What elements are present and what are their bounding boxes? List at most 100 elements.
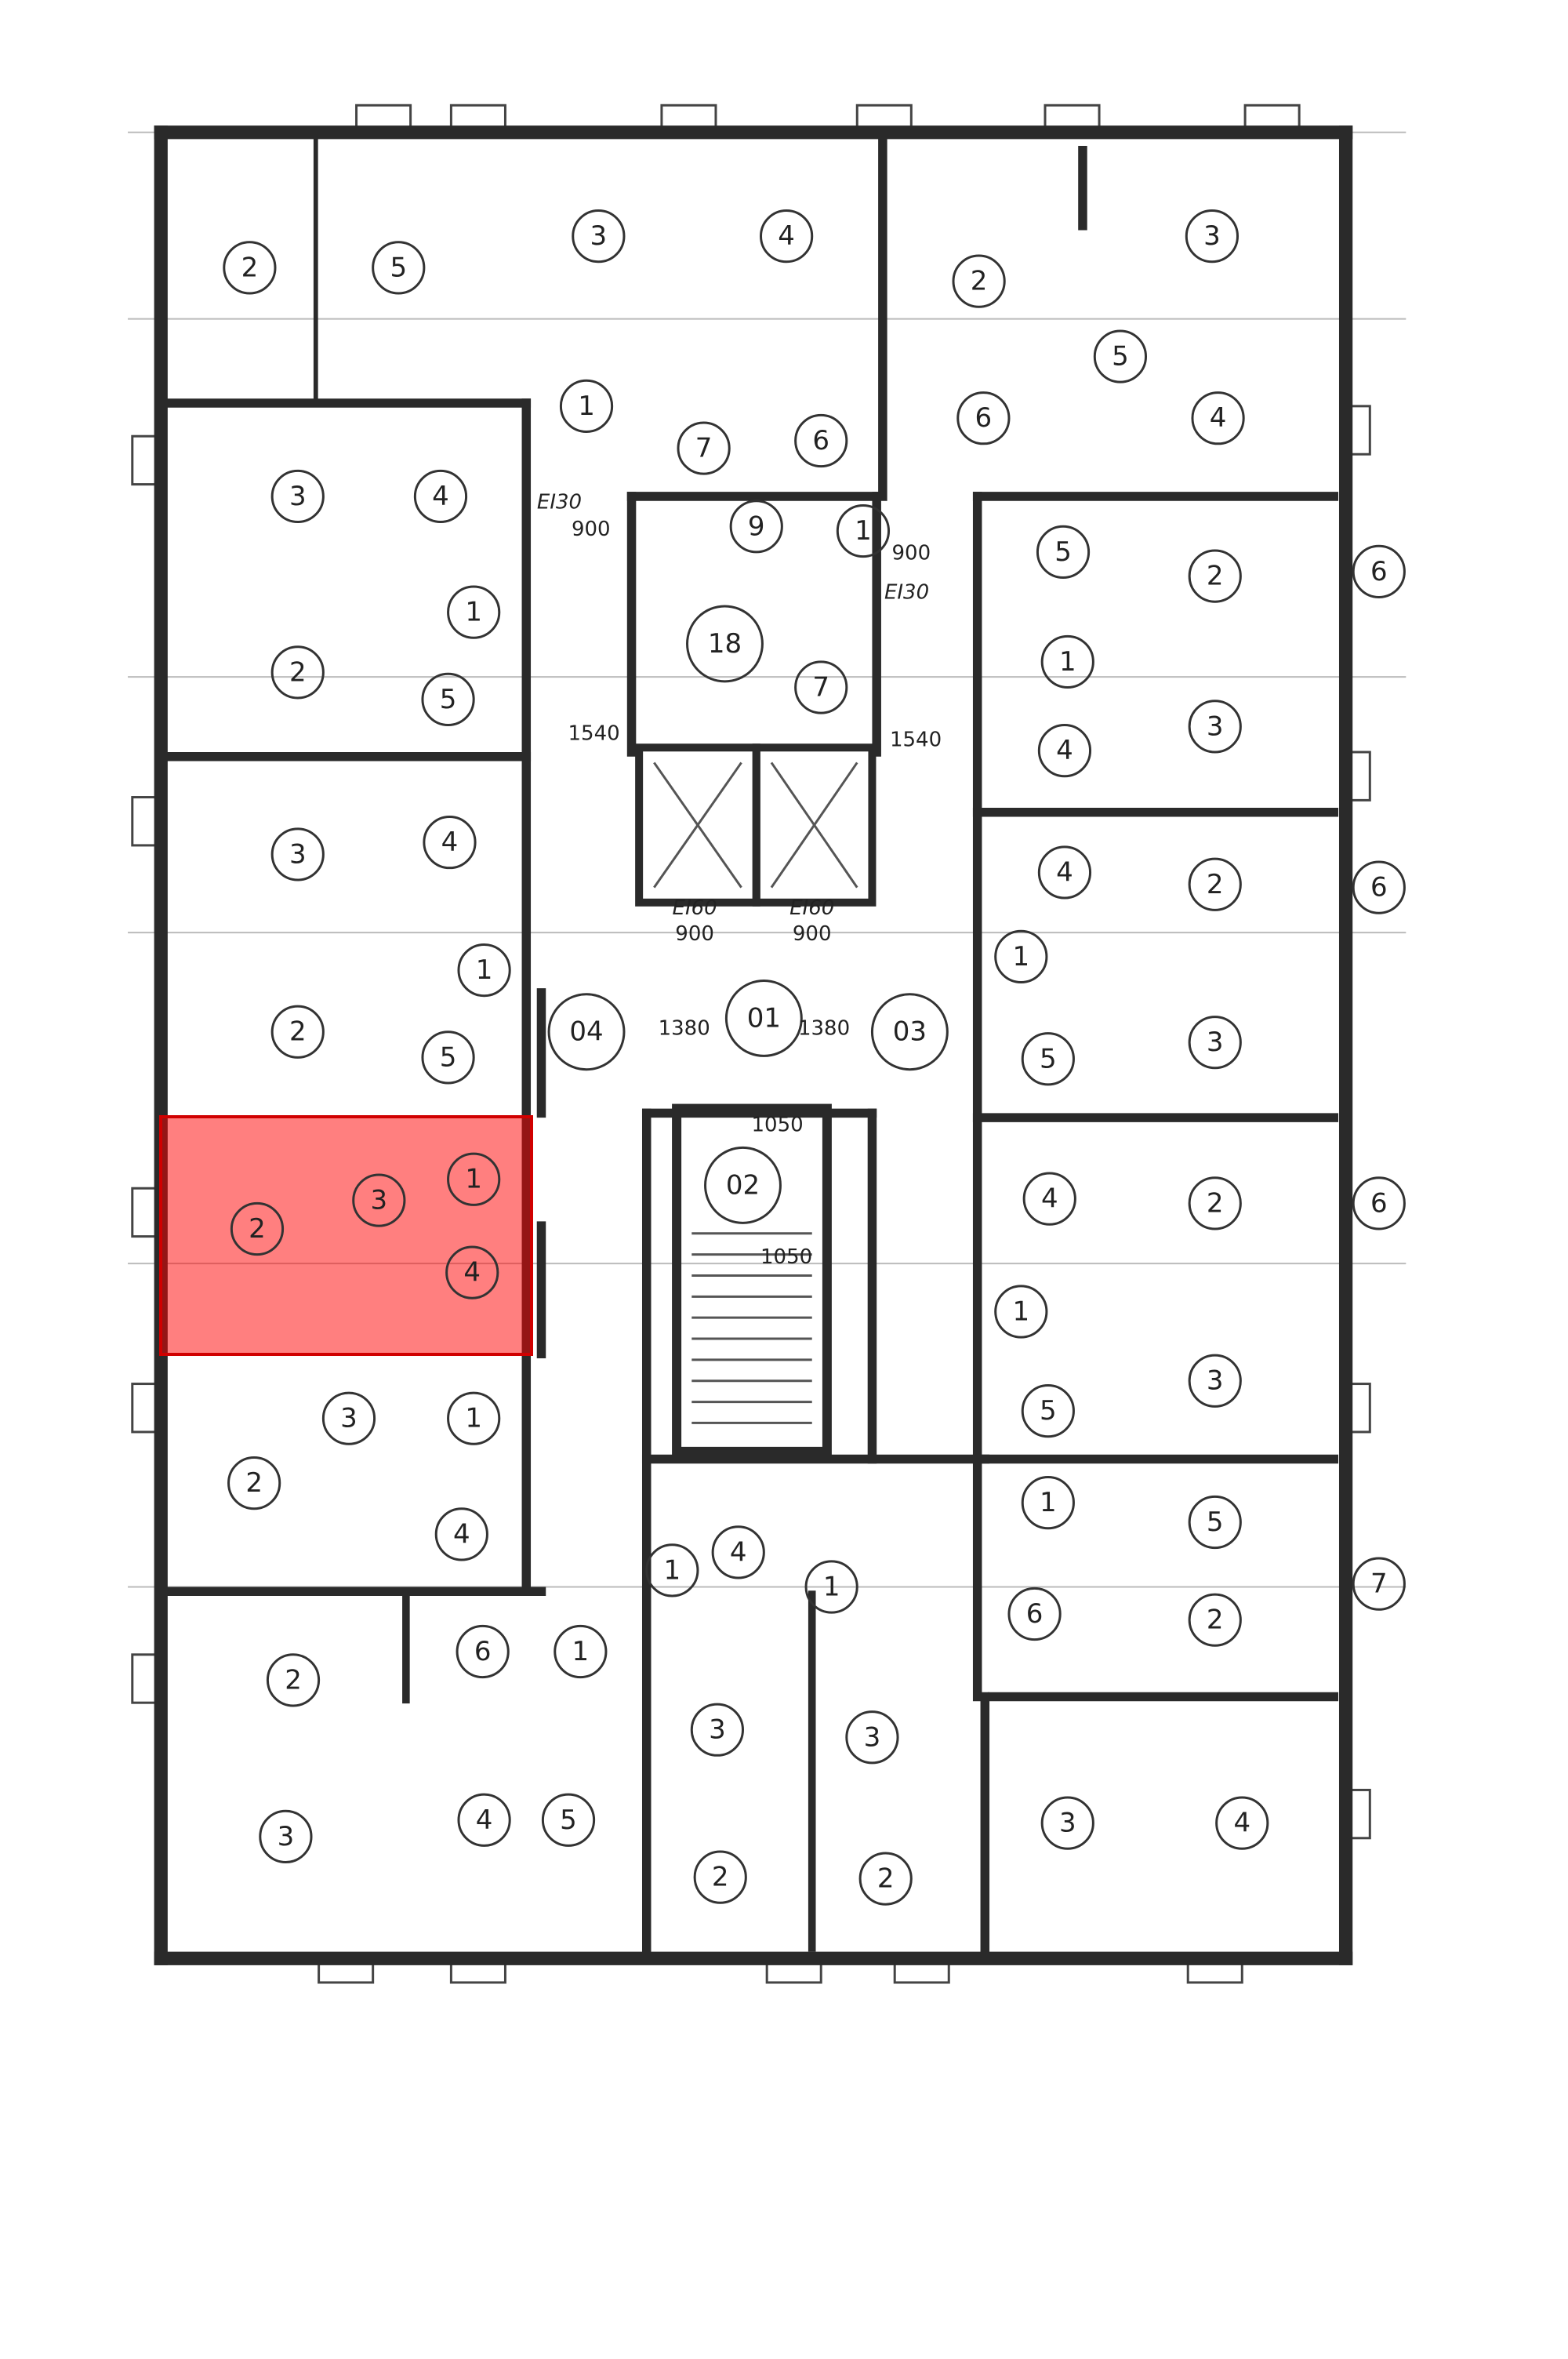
room-label-circle xyxy=(572,209,626,264)
room-number: 2 xyxy=(1207,1605,1224,1636)
room-label-circle xyxy=(1021,1383,1075,1438)
room-number: 3 xyxy=(1207,1027,1224,1058)
room-label-circle xyxy=(227,1456,281,1510)
room-number: 2 xyxy=(877,1863,895,1895)
room-number: 3 xyxy=(709,1714,726,1746)
room-label: 4 xyxy=(1215,1796,1269,1850)
room-label: 02 xyxy=(704,1146,782,1224)
elevator-shaft xyxy=(752,743,877,907)
room-label: 1 xyxy=(645,1543,699,1598)
room-number: 4 xyxy=(441,827,459,858)
room-label: 04 xyxy=(547,993,626,1071)
room-number: 6 xyxy=(1370,872,1388,903)
fire-rating-label: EI30 xyxy=(884,580,929,604)
room-number: 2 xyxy=(285,1664,302,1696)
room-number: 6 xyxy=(812,425,829,456)
room-label: 3 xyxy=(270,827,325,881)
dimension-label: 1380 xyxy=(659,1017,710,1041)
window xyxy=(131,1383,158,1434)
fire-rating-label: EI30 xyxy=(537,490,582,514)
dimension-label: 1540 xyxy=(890,728,942,751)
room-label-circle xyxy=(445,1245,499,1299)
room-label: 5 xyxy=(372,241,426,295)
room-number: 2 xyxy=(241,252,259,283)
room-label-circle xyxy=(421,1030,475,1085)
room-number: 1 xyxy=(855,515,872,547)
room-label: 2 xyxy=(1188,1176,1242,1230)
room-number: 1 xyxy=(664,1554,681,1586)
room-number: 3 xyxy=(1059,1808,1076,1839)
room-number: 1 xyxy=(1059,646,1076,678)
room-number: 04 xyxy=(569,1016,603,1048)
room-label-circle xyxy=(677,421,731,475)
room-label: 2 xyxy=(693,1850,747,1904)
room-number: 5 xyxy=(1112,341,1129,373)
room-label: 1 xyxy=(804,1560,858,1614)
room-label: 3 xyxy=(1188,1354,1242,1408)
room-label: 2 xyxy=(270,645,325,700)
room-label: 4 xyxy=(760,209,814,264)
dimension-label: 1050 xyxy=(760,1245,812,1269)
dimension-label: 900 xyxy=(793,922,832,946)
room-label: 4 xyxy=(1191,391,1245,445)
room-label-circle xyxy=(804,1560,858,1614)
room-label: 3 xyxy=(321,1391,376,1445)
room-label-circle xyxy=(372,241,426,295)
room-label-circle xyxy=(994,929,1048,983)
room-number: 2 xyxy=(245,1467,263,1499)
window xyxy=(131,434,158,486)
room-number: 6 xyxy=(1370,1187,1388,1219)
room-label-circle xyxy=(352,1173,406,1227)
room-number: 5 xyxy=(440,1041,457,1073)
room-label-circle xyxy=(270,645,325,700)
room-label-circle xyxy=(230,1201,285,1256)
room-number: 7 xyxy=(812,672,829,703)
room-label: 2 xyxy=(223,241,277,295)
room-number: 4 xyxy=(1056,856,1073,888)
room-label-circle xyxy=(1185,209,1240,264)
room-label-circle xyxy=(1188,1593,1242,1647)
room-label: 6 xyxy=(456,1624,510,1679)
room-label-circle xyxy=(457,943,511,998)
room-label: 3 xyxy=(259,1809,313,1863)
room-number: 4 xyxy=(476,1805,493,1836)
room-label: 1 xyxy=(1040,634,1094,689)
room-number: 3 xyxy=(1203,220,1221,252)
room-label-circle xyxy=(1191,391,1245,445)
room-number: 3 xyxy=(1207,1365,1224,1397)
room-label-circle xyxy=(456,1624,510,1679)
room-label-circle xyxy=(1188,1176,1242,1230)
room-label-circle xyxy=(447,1152,501,1206)
room-label-circle xyxy=(845,1710,899,1765)
room-label-circle xyxy=(1352,1176,1406,1230)
room-label-circle xyxy=(1352,544,1406,598)
room-label: 1 xyxy=(447,585,501,639)
room-label-circle xyxy=(1188,857,1242,911)
room-label-circle xyxy=(724,980,803,1057)
room-number: 3 xyxy=(340,1403,358,1434)
room-number: 2 xyxy=(971,266,988,297)
highlighted-apartment[interactable] xyxy=(159,1115,533,1356)
room-label: 7 xyxy=(677,421,731,475)
room-number: 3 xyxy=(278,1821,295,1852)
room-number: 01 xyxy=(747,1002,781,1034)
room-number: 1 xyxy=(823,1571,840,1602)
room-number: 3 xyxy=(289,481,307,512)
room-label: 5 xyxy=(1021,1032,1075,1086)
room-label-circle xyxy=(447,1391,501,1445)
dimension-label: 1050 xyxy=(752,1113,804,1136)
room-label: 3 xyxy=(1040,1796,1094,1850)
room-number: 1 xyxy=(465,597,482,628)
room-label-circle xyxy=(1036,525,1091,580)
room-label-circle xyxy=(686,605,764,683)
room-label: 3 xyxy=(352,1173,406,1227)
room-number: 5 xyxy=(1040,1395,1057,1427)
window xyxy=(1243,104,1301,131)
room-number: 2 xyxy=(249,1213,266,1245)
room-label: 7 xyxy=(1352,1557,1406,1611)
room-label-circle xyxy=(321,1391,376,1445)
window xyxy=(131,796,158,847)
room-number: 5 xyxy=(440,684,457,715)
room-number: 2 xyxy=(1207,561,1224,592)
room-label: 2 xyxy=(1188,549,1242,603)
